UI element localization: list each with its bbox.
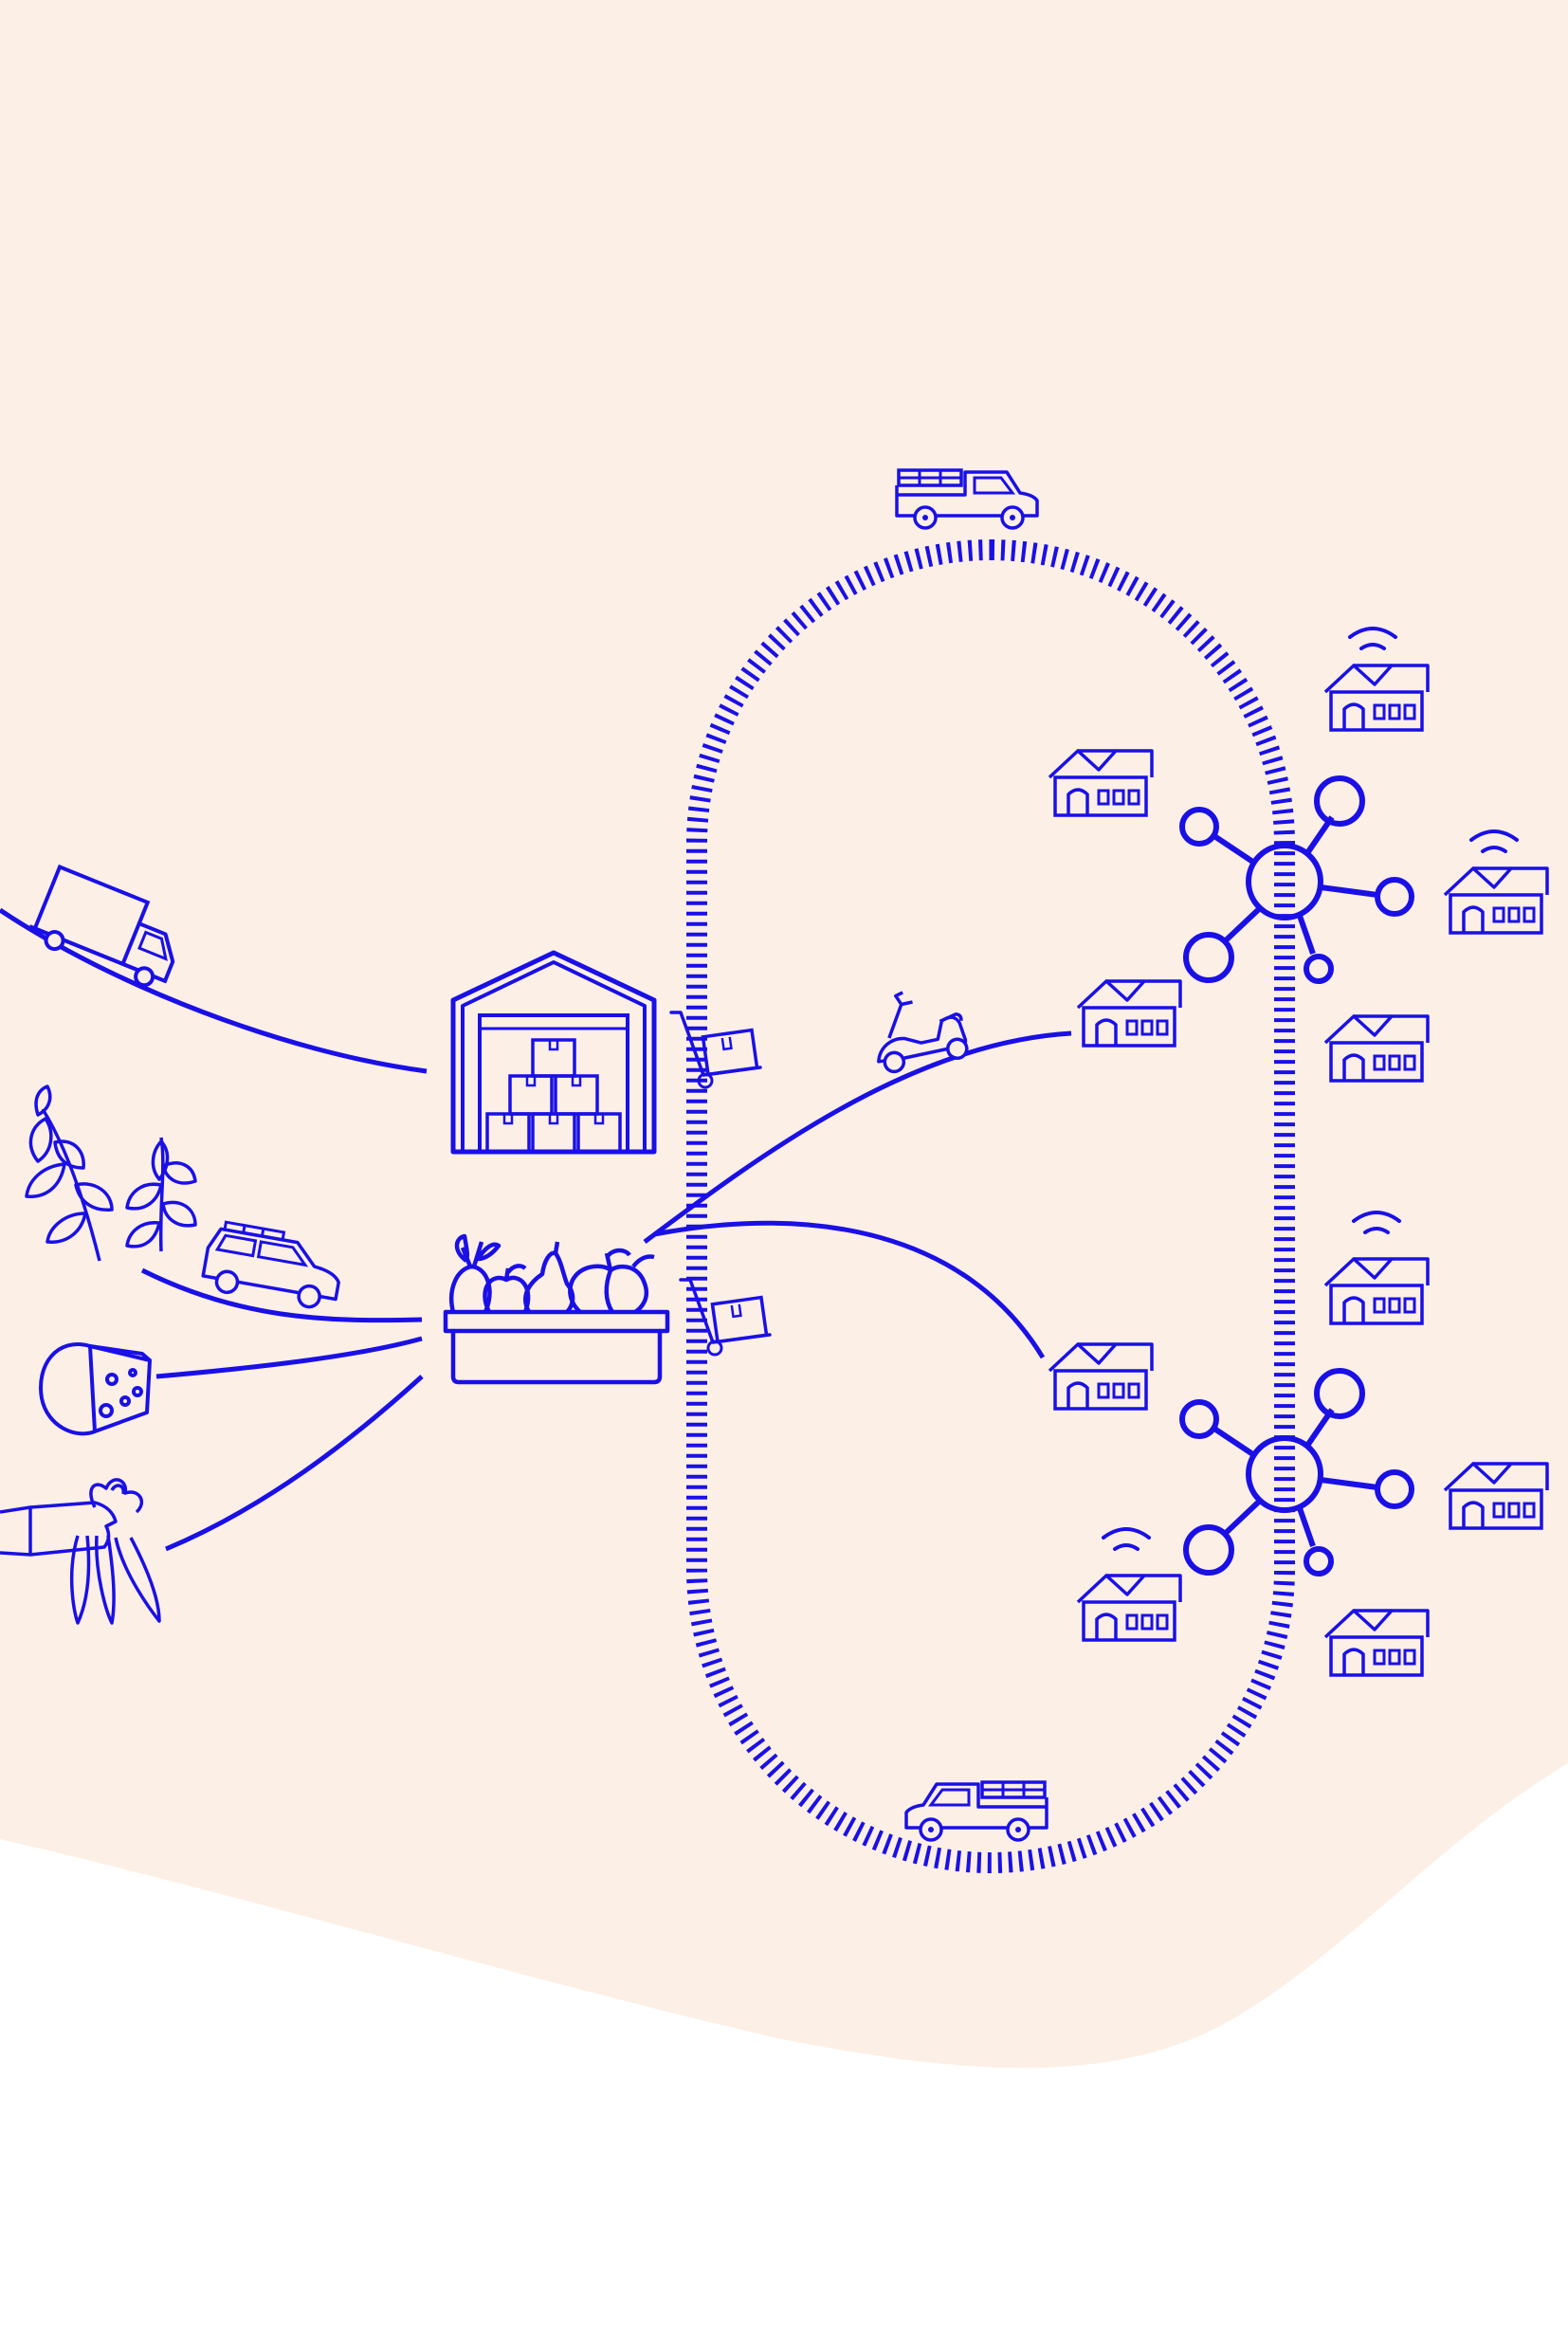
station-wagon-icon bbox=[201, 1220, 340, 1309]
cheese-wheel-icon bbox=[39, 1342, 152, 1436]
hand-carrots-icon bbox=[0, 1478, 161, 1625]
road-herbs-to-basket bbox=[140, 1267, 423, 1323]
produce-basket-icon bbox=[443, 1233, 670, 1385]
background-shape bbox=[0, 0, 1568, 2069]
scooter-icon bbox=[877, 991, 969, 1074]
line-cheese-to-basket bbox=[155, 1336, 423, 1379]
road-basket-to-house-upper bbox=[643, 1030, 1072, 1245]
circular-route-track bbox=[686, 539, 1295, 1873]
herb-plants-icon bbox=[25, 1084, 197, 1262]
line-carrots-to-basket bbox=[165, 1375, 424, 1552]
delivery-truck-icon bbox=[28, 864, 175, 988]
road-basket-to-house-lower bbox=[653, 1220, 1046, 1359]
warehouse-icon bbox=[450, 950, 657, 1155]
